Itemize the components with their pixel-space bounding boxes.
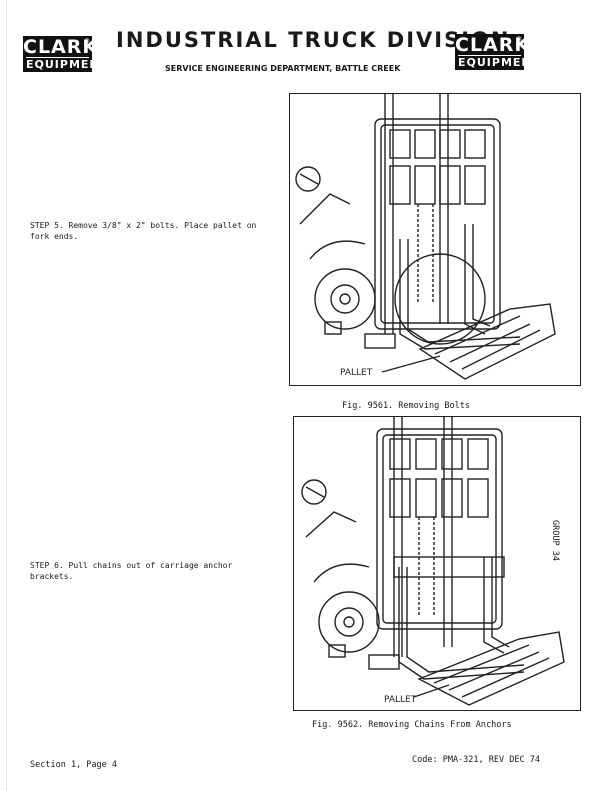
step-6-text: STEP 6. Pull chains out of carriage anch… — [30, 561, 233, 581]
step-5-text: STEP 5. Remove 3/8" x 2" bolts. Place pa… — [30, 221, 257, 241]
figure-9561-caption: Fig. 9561. Removing Bolts — [342, 401, 470, 411]
figure-9561-pallet-label: PALLET — [340, 368, 373, 378]
page-edge-line — [6, 0, 7, 791]
footer-section-page: Section 1, Page 4 — [30, 760, 117, 770]
clark-logo-left: CLARK EQUIPMENT ® — [23, 36, 109, 72]
figure-9562-pallet-label: PALLET — [384, 695, 417, 705]
figure-9562: PALLET — [293, 416, 581, 711]
figure-9562-illustration: PALLET — [301, 417, 565, 706]
footer-code: Code: PMA-321, REV DEC 74 — [412, 755, 540, 765]
figure-9561-illustration: PALLET — [295, 94, 556, 380]
figure-9562-caption: Fig. 9562. Removing Chains From Anchors — [312, 720, 512, 730]
page-subtitle: SERVICE ENGINEERING DEPARTMENT, BATTLE C… — [165, 64, 401, 73]
group-side-label: GROUP 34 — [550, 520, 560, 561]
figure-9561: PALLET — [289, 93, 581, 386]
page-title: INDUSTRIAL TRUCK DIVISION — [116, 28, 511, 52]
clark-logo-right: CLARK EQUIPMENT ® — [455, 34, 541, 70]
